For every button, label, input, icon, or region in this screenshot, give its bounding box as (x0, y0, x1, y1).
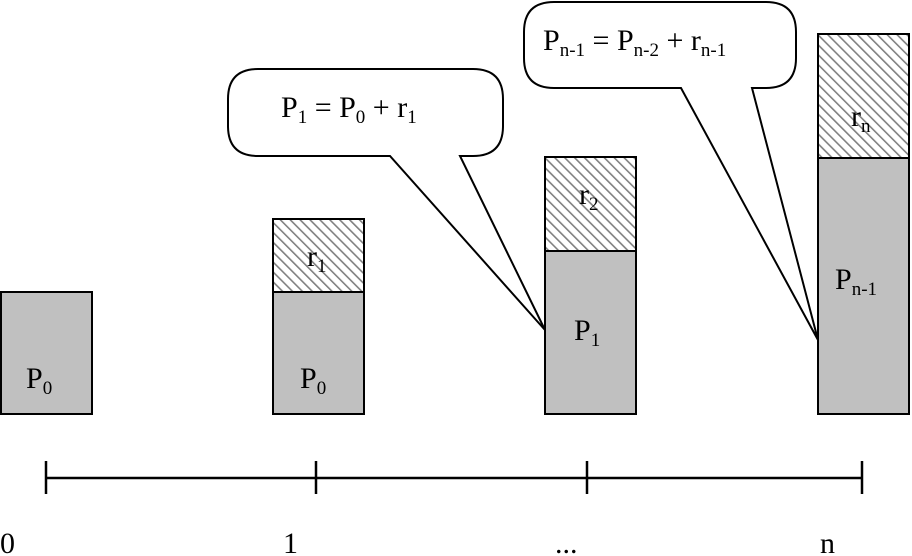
bar-1: r1 P0 (272, 218, 365, 415)
time-axis: 0 1 ... n (0, 461, 864, 556)
speech-bubble-2: Pn-1 = Pn-2 + rn-1 (523, 1, 819, 341)
bar-2-base-label: P1 (574, 314, 600, 351)
speech-bubble-1: P1 = P0 + r1 (227, 68, 546, 331)
speech-bubble-2-text: Pn-1 = Pn-2 + rn-1 (543, 24, 726, 61)
axis-label-1: 1 (283, 527, 298, 556)
bar-n-base-label: Pn-1 (835, 263, 877, 300)
speech-bubble-1-text: P1 = P0 + r1 (281, 91, 417, 128)
bar-n-base (817, 157, 910, 415)
bar-0-base-label: P0 (26, 362, 52, 399)
bar-2-top-label: r2 (579, 178, 599, 215)
bar-1-top (272, 218, 365, 293)
bar-2: r2 P1 (544, 156, 637, 415)
axis-label-0: 0 (0, 527, 15, 556)
bar-0-base (0, 291, 93, 415)
speech-bubble-1-shape (227, 68, 546, 331)
bar-n-top (817, 33, 910, 159)
bar-1-top-label: r1 (307, 240, 327, 277)
bar-n: rn Pn-1 (817, 33, 910, 415)
bar-2-top (544, 156, 637, 252)
speech-bubble-2-shape (523, 1, 819, 341)
axis-label-2: ... (555, 527, 578, 556)
bar-1-base-label: P0 (300, 362, 326, 399)
bar-n-top-label: rn (851, 100, 871, 137)
bar-0: P0 (0, 291, 93, 415)
axis-label-n: n (820, 527, 835, 556)
